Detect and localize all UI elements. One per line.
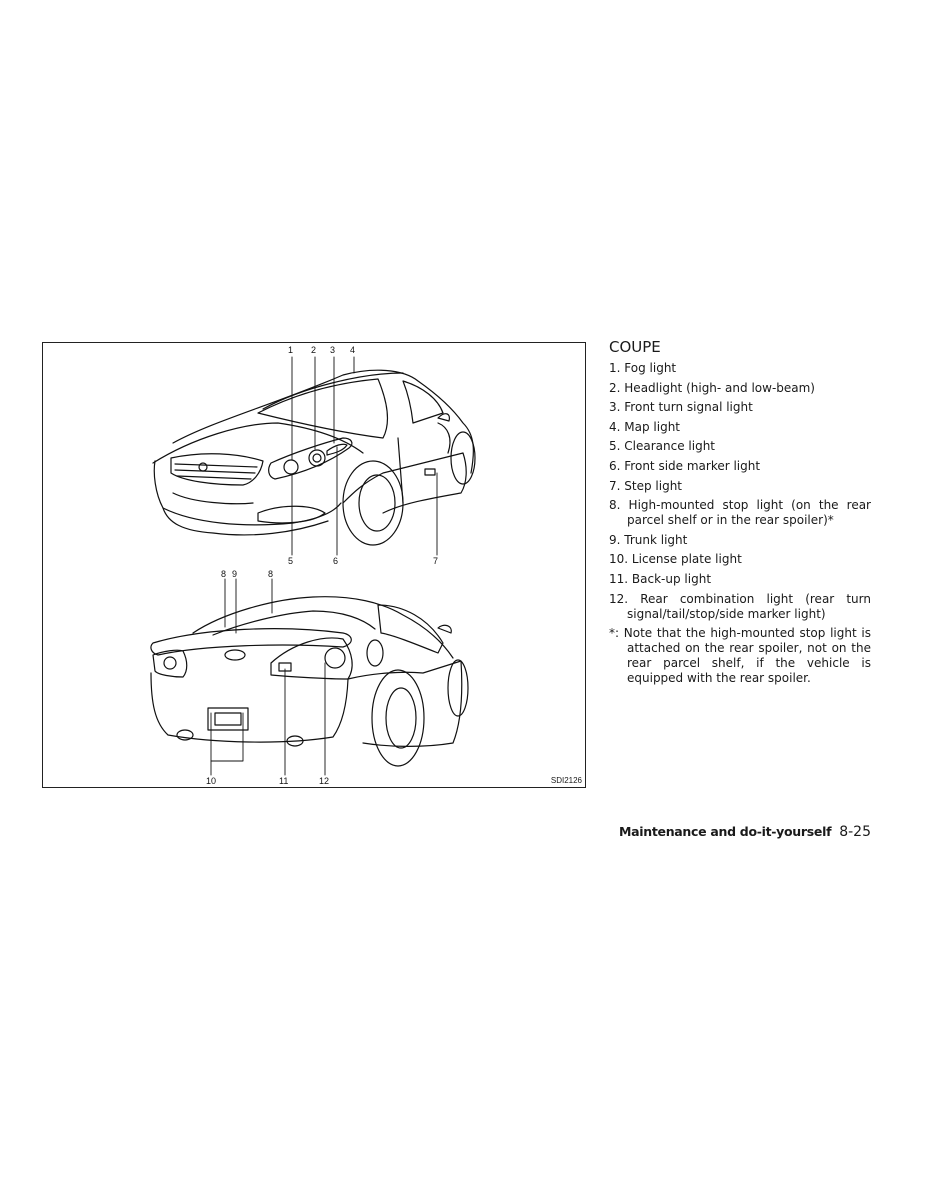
callout-6: 6 (333, 556, 339, 566)
callout-7: 7 (433, 556, 439, 566)
callout-3: 3 (330, 345, 336, 355)
front-car-drawing (152, 369, 476, 546)
figure-code: SDI2126 (550, 776, 582, 785)
footer-section-title: Maintenance and do-it-yourself (618, 824, 832, 839)
callout-5: 5 (288, 556, 294, 566)
front-leader-lines (291, 356, 438, 556)
list-item: 4. Map light (609, 419, 681, 434)
list-item: 3. Front turn signal light (609, 400, 753, 415)
callout-2: 2 (311, 345, 317, 355)
list-item: 5. Clearance light (609, 439, 716, 454)
callout-4: 4 (350, 345, 356, 355)
list-item: 10. License plate light (609, 552, 742, 567)
rear-car-drawing (150, 596, 469, 767)
list-item: 11. Back-up light (609, 571, 712, 586)
list-item: *: Note that the high-mounted stop light… (609, 626, 871, 686)
page-footer: Maintenance and do-it-yourself 8-25 (619, 824, 871, 840)
list-item: 12. Rear combination light (rear turn si… (609, 591, 871, 621)
list-item: 9. Trunk light (609, 532, 688, 547)
callout-8-right: 8 (268, 569, 274, 579)
page-number: 8-25 (839, 824, 871, 840)
car-lights-figure: 1 2 3 4 5 6 7 8 9 8 10 11 12 SDI2126 (42, 342, 586, 788)
list-item: 7. Step light (609, 478, 683, 493)
list-item: 6. Front side marker light (609, 458, 761, 473)
callout-11: 11 (279, 776, 289, 786)
callout-1: 1 (288, 345, 294, 355)
section-heading: COUPE (609, 338, 661, 356)
list-item: 2. Headlight (high- and low-beam) (609, 380, 815, 395)
lights-list: 1. Fog light 2. Headlight (high- and low… (609, 361, 871, 691)
rear-leader-lines (210, 578, 326, 776)
callout-12: 12 (319, 776, 330, 786)
callout-9: 9 (232, 569, 238, 579)
car-illustration (150, 356, 476, 776)
callout-10: 10 (206, 776, 217, 786)
list-item: 1. Fog light (609, 361, 677, 375)
list-item: 8. High-mounted stop light (on the rear … (609, 498, 871, 528)
callout-8-left: 8 (221, 569, 227, 579)
